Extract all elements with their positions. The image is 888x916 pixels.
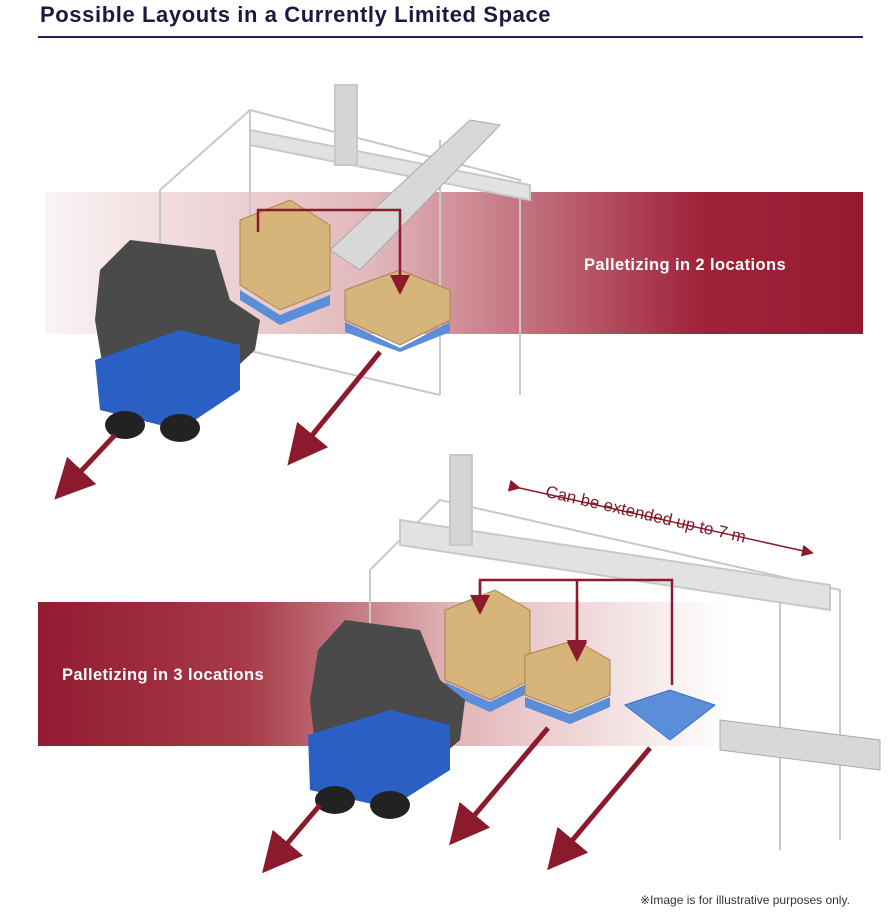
top-conveyor (329, 119, 502, 271)
title-divider (38, 36, 863, 38)
direction-arrow (54, 350, 382, 500)
bottom-empty-pallet (623, 689, 717, 741)
top-pallet-2 (344, 269, 451, 352)
top-forklift (95, 240, 260, 442)
footnote: ※Image is for illustrative purposes only… (640, 893, 850, 907)
bottom-pallet-1 (444, 589, 531, 712)
extension-arrow (507, 479, 814, 557)
top-transfer-path (256, 208, 410, 295)
bottom-conveyor (719, 719, 881, 771)
top-layout-label: Palletizing in 2 locations (584, 256, 787, 274)
top-pallet-1 (239, 199, 331, 325)
bottom-forklift (308, 620, 465, 819)
page-title: Possible Layouts in a Currently Limited … (40, 2, 552, 27)
bottom-layout-label: Palletizing in 3 locations (62, 666, 265, 684)
direction-arrow (262, 726, 652, 874)
bottom-pallet-2 (524, 639, 611, 724)
